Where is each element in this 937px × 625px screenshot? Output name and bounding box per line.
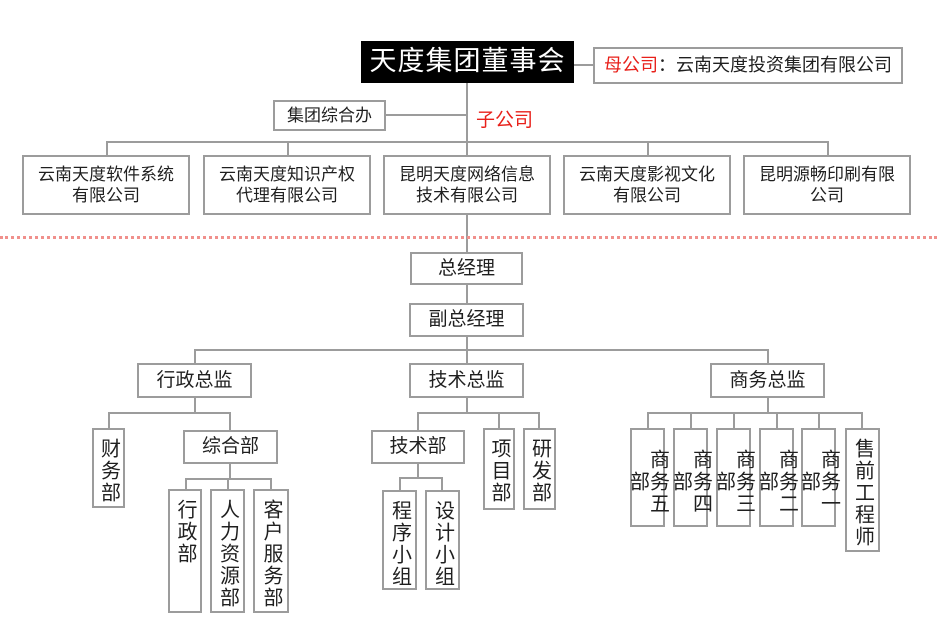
hr-dept-label: 人力资源部 [216, 499, 239, 609]
node-finance-dept: 财务部 [92, 428, 125, 508]
connector-line [108, 412, 110, 428]
business-dept-5-label: 商务五部 [626, 448, 669, 515]
connector-line [466, 215, 468, 252]
node-project-dept: 项目部 [483, 428, 515, 510]
connector-line [185, 478, 187, 490]
connector-line [399, 477, 443, 479]
node-group-office: 集团综合办 [273, 100, 386, 131]
connector-line [194, 349, 196, 363]
connector-line [385, 114, 466, 116]
node-business-dept-5: 商务五部 [626, 428, 669, 527]
design-team-label: 设计小组 [431, 500, 454, 588]
parent-company-prefix: 母公司 [604, 55, 658, 76]
connector-line [466, 83, 468, 156]
node-subsidiary-network-info: 昆明天度网络信息 技术有限公司 [383, 155, 551, 215]
connector-line [861, 412, 863, 428]
node-board-of-directors: 天度集团董事会 [361, 41, 574, 83]
node-admin-dept: 行政部 [168, 489, 202, 613]
connector-line [270, 478, 272, 490]
business-dept-1-label: 商务一部 [797, 448, 840, 515]
business-dept-2-label: 商务二部 [755, 448, 798, 515]
connector-line [106, 141, 108, 156]
connector-line [227, 478, 229, 490]
connector-line [498, 412, 500, 428]
connector-line [108, 412, 231, 414]
node-customer-service-dept: 客户服务部 [253, 489, 289, 613]
connector-line [647, 412, 863, 414]
connector-line [647, 412, 649, 428]
connector-line [733, 412, 735, 428]
node-subsidiary-printing: 昆明源畅印刷有限 公司 [743, 155, 911, 215]
node-tech-director: 技术总监 [409, 363, 524, 398]
business-dept-3-label: 商务三部 [712, 448, 755, 515]
customer-service-dept-label: 客户服务部 [260, 499, 282, 609]
connector-line [287, 141, 289, 156]
connector-line [776, 412, 778, 428]
node-business-dept-2: 商务二部 [755, 428, 798, 527]
connector-line [574, 64, 593, 66]
connector-line [417, 412, 419, 430]
connector-line [767, 349, 769, 363]
node-hr-dept: 人力资源部 [210, 489, 245, 613]
connector-line [399, 477, 401, 490]
red-dotted-divider [0, 236, 937, 239]
node-parent-company: 母公司：云南天度投资集团有限公司 [593, 47, 903, 84]
connector-line [194, 398, 196, 412]
node-subsidiary-film-culture: 云南天度影视文化 有限公司 [563, 155, 731, 215]
finance-dept-label: 财务部 [97, 438, 120, 504]
node-subsidiary-ip-agency: 云南天度知识产权 代理有限公司 [203, 155, 371, 215]
connector-line [690, 412, 692, 428]
admin-dept-label: 行政部 [174, 499, 196, 565]
node-general-affairs-dept: 综合部 [183, 430, 278, 464]
subsidiary-tag-label: 子公司 [476, 110, 534, 131]
node-business-dept-3: 商务三部 [712, 428, 755, 527]
business-dept-4-label: 商务四部 [669, 448, 712, 515]
node-design-team: 设计小组 [425, 490, 460, 590]
node-deputy-general-manager: 副总经理 [409, 303, 524, 337]
node-rnd-dept: 研发部 [523, 428, 556, 510]
connector-line [818, 412, 820, 428]
rnd-dept-label: 研发部 [528, 438, 551, 504]
node-admin-director: 行政总监 [137, 363, 252, 398]
node-business-dept-1: 商务一部 [797, 428, 840, 527]
node-business-director: 商务总监 [710, 363, 825, 398]
connector-line [417, 412, 540, 414]
connector-line [827, 141, 829, 156]
presales-engineer-label: 售前工程师 [851, 438, 874, 548]
connector-line [417, 462, 419, 477]
node-programming-team: 程序小组 [382, 490, 417, 590]
connector-line [466, 398, 468, 412]
connector-line [106, 141, 828, 143]
node-presales-engineer: 售前工程师 [845, 428, 880, 552]
parent-company-name: ：云南天度投资集团有限公司 [658, 55, 892, 76]
node-business-dept-4: 商务四部 [669, 428, 712, 527]
connector-line [229, 412, 231, 430]
node-general-manager: 总经理 [410, 252, 523, 285]
connector-line [538, 412, 540, 428]
connector-line [767, 398, 769, 412]
connector-line [441, 477, 443, 490]
connector-line [194, 349, 768, 351]
connector-line [466, 285, 468, 303]
project-dept-label: 项目部 [488, 438, 510, 504]
programming-team-label: 程序小组 [388, 500, 411, 588]
node-tech-dept: 技术部 [371, 430, 465, 464]
connector-line [229, 462, 231, 478]
node-subsidiary-software: 云南天度软件系统 有限公司 [22, 155, 190, 215]
connector-line [647, 141, 649, 156]
